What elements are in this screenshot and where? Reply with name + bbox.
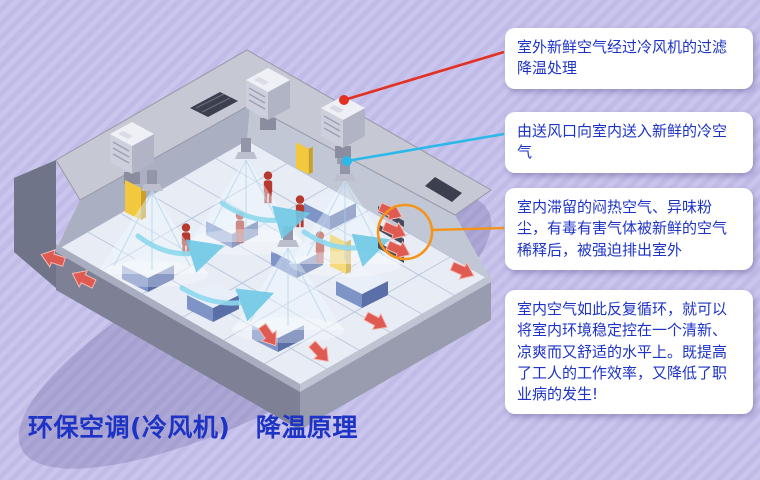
- page-title: 环保空调(冷风机) 降温原理: [28, 413, 358, 442]
- fresh-air-flow-arrows: [135, 200, 391, 322]
- connector-filter-dot: [339, 95, 349, 105]
- callout-text: 室内滞留的闷热空气、异味粉尘，有毒有害气体被新鲜的空气稀释后，被强迫排出室外: [517, 198, 728, 259]
- connector-filter-line: [343, 50, 505, 102]
- factory-building: [14, 49, 493, 469]
- callout-fresh-air-filtering: 室外新鲜空气经过冷风机的过滤降温处理: [505, 28, 753, 89]
- callout-text: 室外新鲜空气经过冷风机的过滤降温处理: [517, 38, 728, 78]
- connector-supply-line: [346, 132, 505, 163]
- front-left-parapet: [56, 244, 300, 430]
- callout-connectors: [339, 50, 505, 261]
- exhaust-highlight-ring: [376, 203, 434, 261]
- callout-text: 室内空气如此反复循环，就可以将室内环境稳定控在一个清新、凉爽而又舒适的水平上。既…: [517, 300, 728, 404]
- roof-band: [55, 49, 492, 216]
- connector-exhaust-line: [431, 226, 505, 232]
- callout-air-cycle-summary: 室内空气如此反复循环，就可以将室内环境稳定控在一个清新、凉爽而又舒适的水平上。既…: [505, 290, 753, 415]
- west-exterior-wall: [14, 160, 56, 288]
- connector-supply-dot: [342, 156, 352, 166]
- front-right-parapet: [300, 274, 491, 430]
- callout-text: 由送风口向室内送入新鲜的冷空气: [517, 122, 728, 162]
- callout-supply-air: 由送风口向室内送入新鲜的冷空气: [505, 112, 753, 173]
- roof-vent-grille: [425, 177, 462, 202]
- callout-exhaust-air: 室内滞留的闷热空气、异味粉尘，有毒有害气体被新鲜的空气稀释后，被强迫排出室外: [505, 188, 753, 270]
- roof-vent-grille: [190, 92, 238, 117]
